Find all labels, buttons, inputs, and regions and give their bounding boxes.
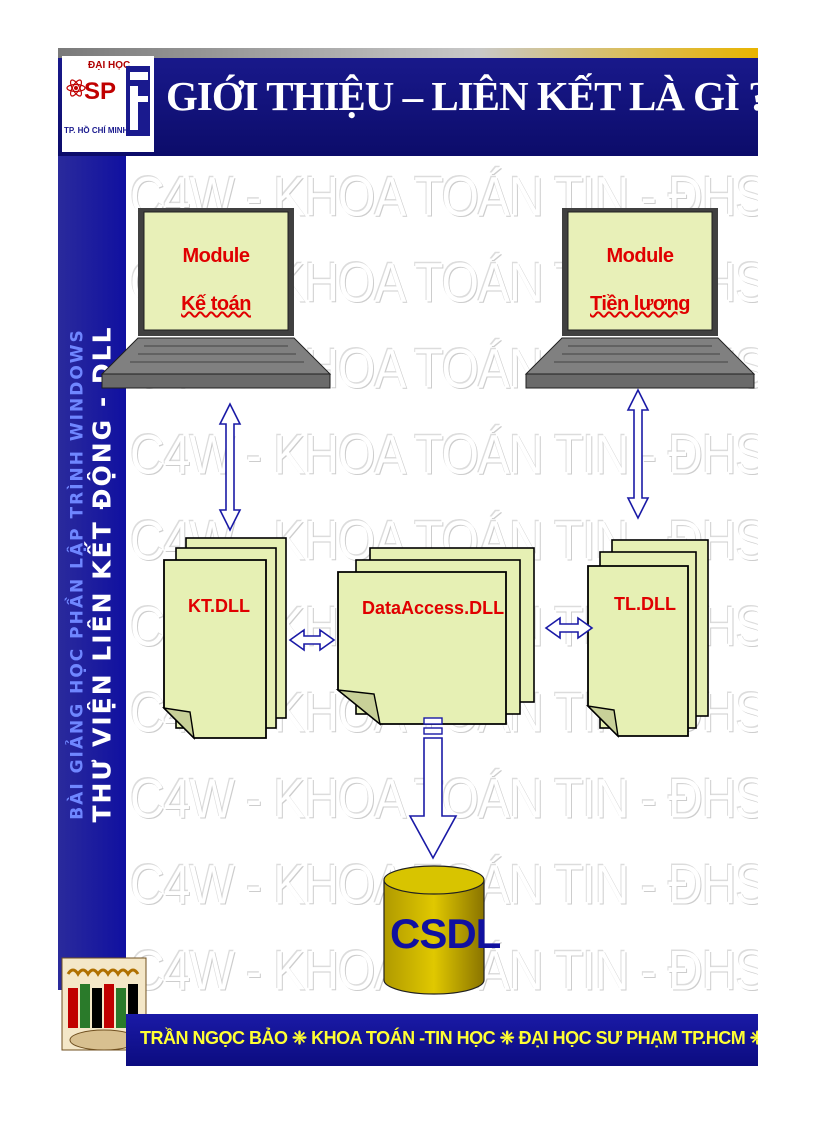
header-bar <box>58 48 758 156</box>
doc-right-label: TL.DLL <box>614 594 676 614</box>
sidebar-band: BÀI GIẢNG HỌC PHẦN LẬP TRÌNH WINDOWS THƯ… <box>58 156 126 990</box>
database-icon <box>383 865 485 995</box>
slide: ĐẠI HỌC SP TP. HỒ CHÍ MINH GIỚI THIỆU – … <box>58 48 758 1070</box>
laptop-left-line2: Kế toán <box>181 293 251 315</box>
laptop-right-icon <box>524 208 756 389</box>
atom-icon <box>66 79 86 97</box>
footer-text: TRẦN NGỌC BẢO ❈ KHOA TOÁN -TIN HỌC ❈ ĐẠI… <box>140 1028 758 1048</box>
logo-main-text: SP <box>84 78 117 105</box>
document-stack-center-icon <box>335 547 535 726</box>
document-stack-right-icon <box>585 539 709 739</box>
laptop-left-line1: Module <box>182 245 251 267</box>
double-arrow-icon <box>544 616 594 640</box>
diagram-graphics <box>61 208 756 1051</box>
header-top-stripe <box>58 48 758 58</box>
logo-bottom-text: TP. HỒ CHÍ MINH <box>64 126 129 135</box>
book-icon <box>126 66 150 136</box>
laptop-right-label: Module Tiền lương <box>568 232 712 328</box>
document-stack-left-icon <box>161 537 287 741</box>
down-arrow-icon <box>408 717 458 860</box>
university-logo: ĐẠI HỌC SP TP. HỒ CHÍ MINH <box>62 56 154 152</box>
laptop-left-icon <box>100 208 332 389</box>
double-arrow-icon <box>288 628 336 652</box>
database-label: CSDL <box>390 910 501 957</box>
double-arrow-icon <box>626 388 650 520</box>
page-title: GIỚI THIỆU – LIÊN KẾT LÀ GÌ ? <box>166 73 758 119</box>
footer-bar <box>126 1014 758 1066</box>
laptop-right-line1: Module <box>606 245 675 267</box>
laptop-right-line2: Tiền lương <box>590 293 691 315</box>
double-arrow-icon <box>218 402 242 532</box>
laptop-left-label: Module Kế toán <box>144 232 288 328</box>
doc-center-label: DataAccess.DLL <box>362 598 505 618</box>
logo-top-text: ĐẠI HỌC <box>88 60 131 71</box>
doc-left-label: KT.DLL <box>188 596 250 616</box>
